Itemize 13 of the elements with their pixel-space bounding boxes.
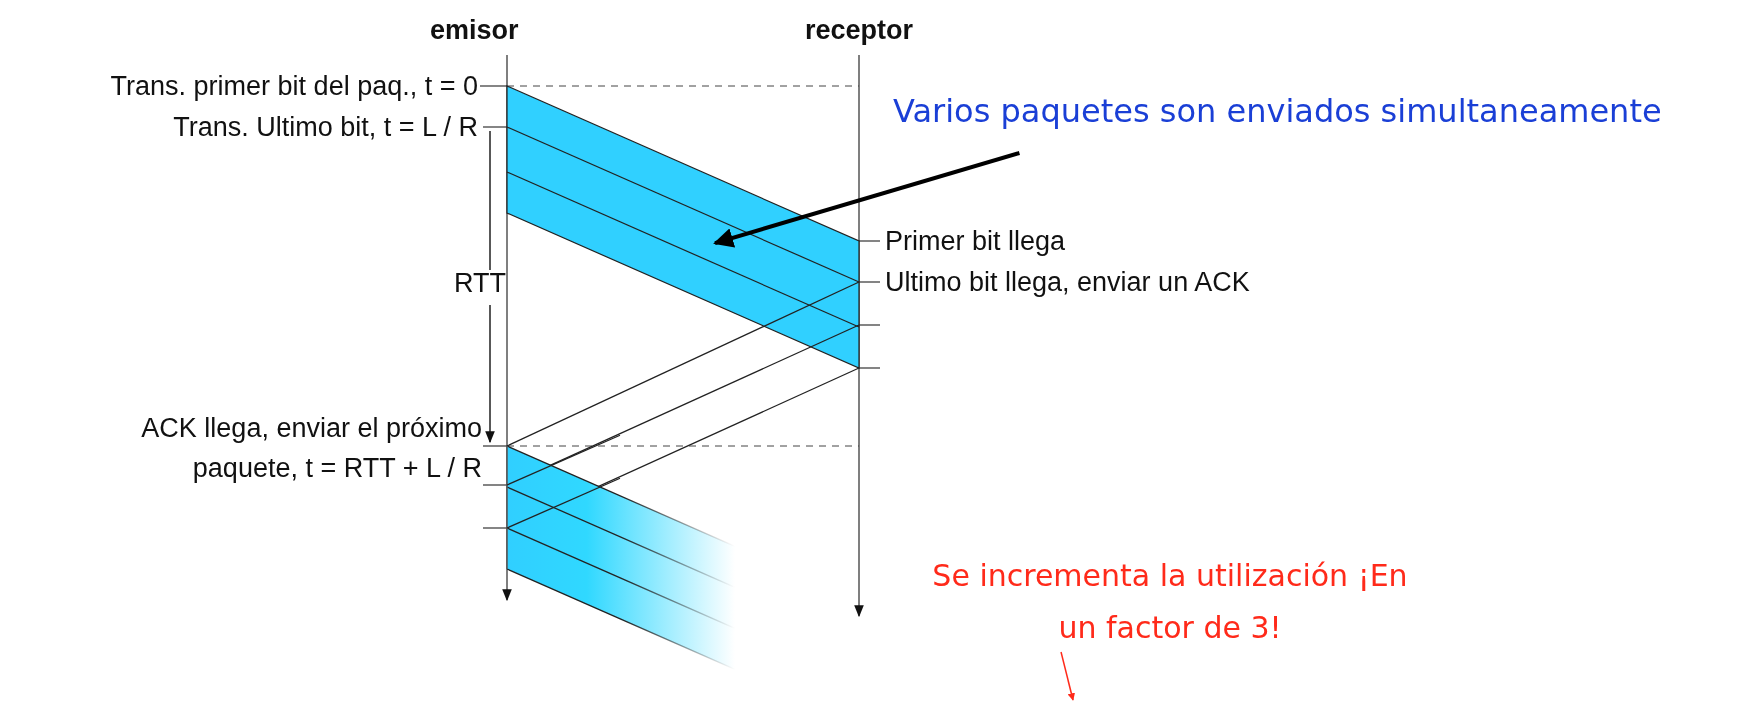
time-label: Trans. Ultimo bit, t = L / R	[172, 111, 478, 144]
highlight-note: Se incrementa la utilización ¡En un factor de 3!	[930, 550, 1410, 654]
event-label: Primer bit llega	[885, 225, 1067, 258]
rtt-label: RTT	[453, 267, 506, 300]
leader-arrow	[713, 151, 1020, 248]
event-label: Ultimo bit llega, enviar un ACK	[885, 266, 1251, 299]
time-label: ACK llega, enviar el próximo paquete, t = RTT + L / R	[140, 412, 482, 485]
receiver-heading: receptor	[805, 14, 915, 47]
arrow	[1060, 651, 1075, 701]
annotation-text: Varios paquetes son enviados simultaneamente	[893, 88, 1753, 134]
sender-heading: emisor	[430, 14, 520, 47]
time-label: Trans. primer bit del paq., t = 0	[109, 70, 478, 103]
packet-band	[506, 85, 860, 369]
